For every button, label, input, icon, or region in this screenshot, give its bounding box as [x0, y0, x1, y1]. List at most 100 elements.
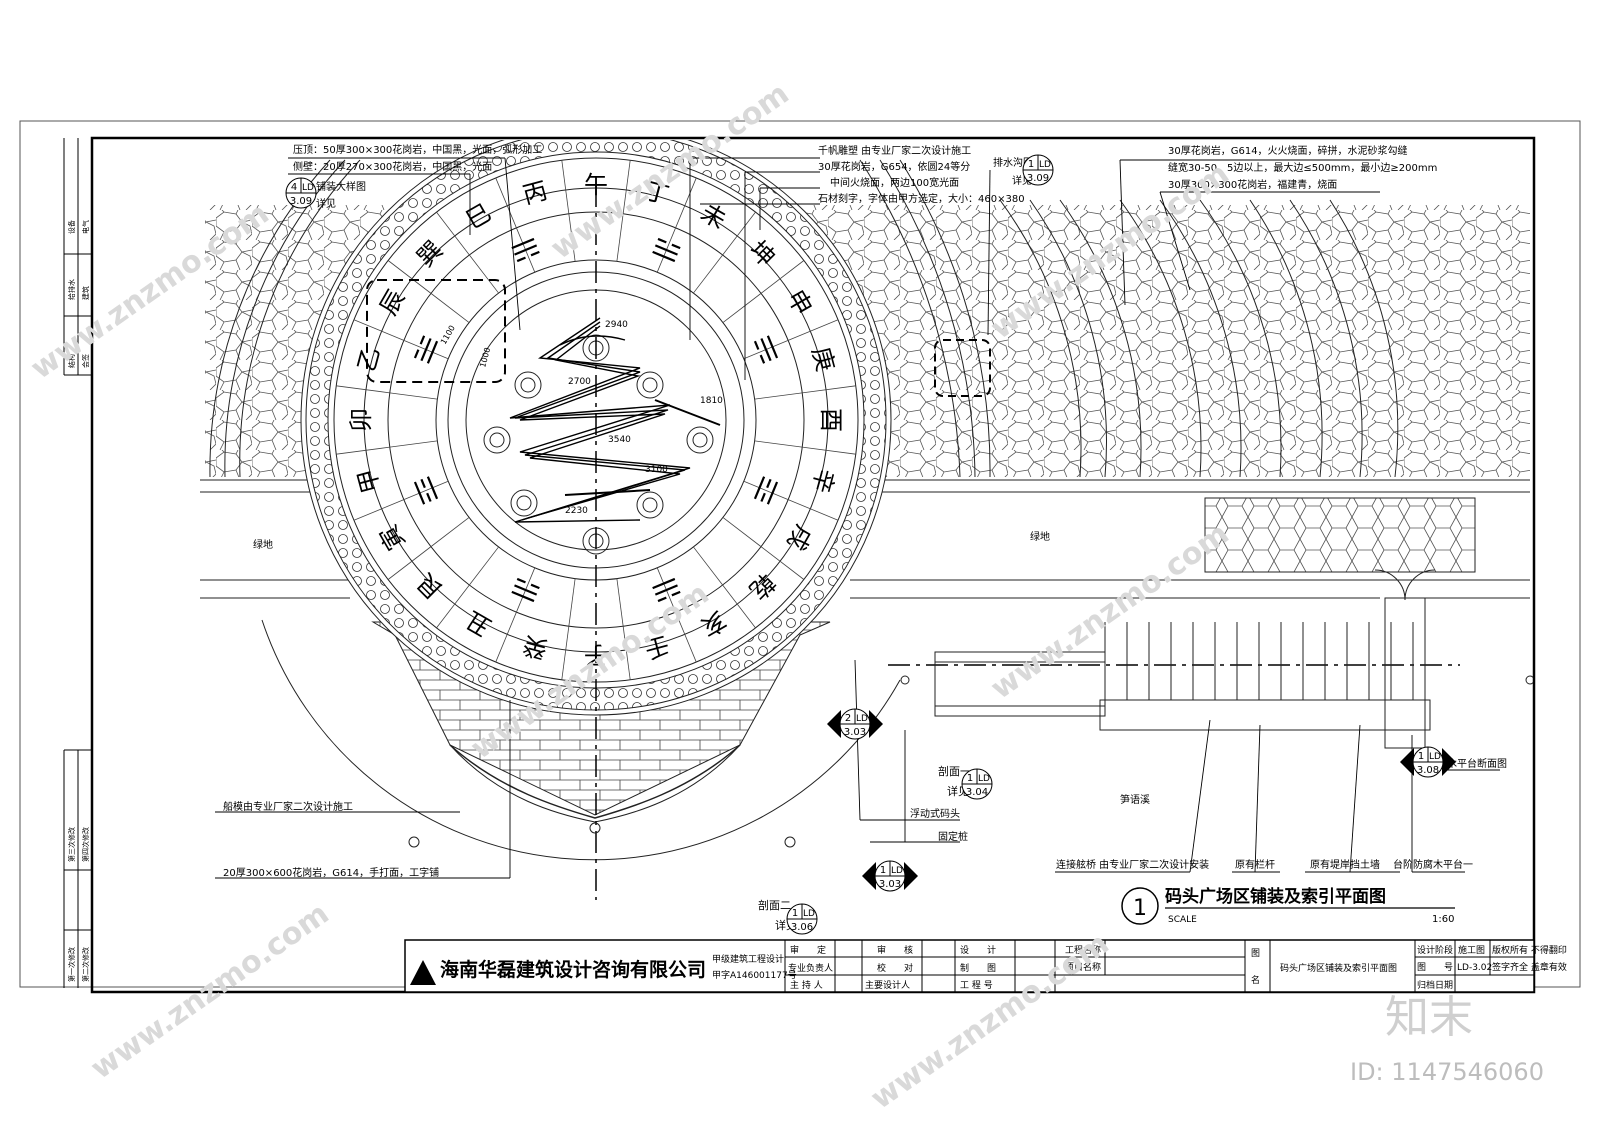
- detail-marker-text: LD: [803, 909, 815, 919]
- trigram-symbol: [511, 577, 540, 603]
- detail-marker-text: 3.09: [290, 196, 312, 207]
- note-g654: 30厚花岗岩，G654，依圆24等分: [818, 160, 970, 173]
- side-strip: 设备 电气 给排水 建筑 结构 会签 第三次修改 第四次修改 第一次修改 第二次…: [63, 138, 92, 988]
- compass-character: 酉: [817, 408, 845, 432]
- tb-stage: 施工图: [1458, 944, 1485, 956]
- tb-copyright: 版权所有 不得翻印: [1492, 944, 1567, 956]
- detail-marker: 1 LD 3.06: [786, 903, 818, 935]
- detail-marker-text: LD: [891, 866, 903, 876]
- tb-field-label: 审 核: [877, 944, 913, 956]
- dim-2700: 2700: [568, 377, 591, 387]
- tb-field-label: 制 图: [960, 962, 996, 974]
- trigram-symbol: [413, 476, 439, 505]
- watermark-site: www.znzmo.com: [985, 516, 1236, 706]
- detail-marker-text: 3.04: [966, 787, 988, 798]
- dim-2940: 2940: [605, 320, 628, 330]
- strip-cell-equip: 设备: [67, 220, 76, 234]
- detail-marker-text: 1: [880, 865, 886, 876]
- tb-stage-label: 设计阶段: [1417, 944, 1453, 956]
- note-boat-mold: 船模由专业厂家二次设计施工: [223, 800, 353, 813]
- tb-field-label: 工 程 号: [960, 980, 993, 991]
- detail-marker-text: 2: [845, 713, 851, 724]
- detail-marker-text: 1: [792, 908, 798, 919]
- detail-marker-text: 1: [1028, 159, 1034, 170]
- detail-marker-text: 3.03: [844, 727, 866, 738]
- strip-rev-4: 第二次修改: [81, 947, 90, 982]
- detail-marker: 1 LD 3.09: [1022, 154, 1054, 186]
- detail-box-left: [366, 279, 506, 383]
- detail-marker-text: 1: [1418, 751, 1424, 762]
- tb-field-label: 主 持 人: [790, 979, 823, 991]
- tb-number-label: 图 号: [1417, 962, 1453, 973]
- label-floating-dock: 浮动式码头: [910, 807, 960, 820]
- compass-character: 子: [584, 641, 608, 669]
- tb-drawing-name: 码头广场区铺装及索引平面图: [1280, 962, 1397, 974]
- drawing-title-block: 1 码头广场区铺装及索引平面图 SCALE 1:60: [1121, 886, 1455, 925]
- note-paving-ref: 铺装大样图: [316, 180, 366, 193]
- note-fujian: 30厚300×300花岗岩，福建青，烧面: [1168, 178, 1337, 191]
- strip-cell-arch: 建筑: [81, 286, 90, 300]
- compass-character: 午: [584, 171, 608, 199]
- detail-marker-text: 3.08: [1417, 765, 1439, 776]
- notes: 压顶：50厚300×300花岗岩，中国黑，光面，弧形加工 侧壁：20厚270×3…: [223, 143, 1507, 932]
- company-logo-icon: [410, 960, 436, 985]
- note-side-curb: 侧壁：20厚270×300花岗岩，中国黑，光面: [293, 160, 492, 173]
- label-link-bridge: 连接舷桥 由专业厂家二次设计安装: [1056, 858, 1209, 871]
- tb-number: LD-3.02: [1457, 963, 1492, 973]
- label-section-one: 剖面一: [938, 764, 971, 778]
- label-deck-section: 木平台断面图: [1447, 757, 1507, 770]
- company-qualification: 甲级建筑工程设计: [712, 953, 784, 965]
- tb-item-label: 项目名称: [1065, 961, 1101, 973]
- label-existing-wall: 原有堤岸挡土墙: [1310, 858, 1380, 871]
- strip-cell-elec: 电气: [81, 220, 90, 234]
- detail-box-right: [934, 339, 991, 397]
- note-sail: 千帆雕塑 由专业厂家二次设计施工: [818, 144, 971, 157]
- lower-arc: [261, 619, 901, 861]
- company-license: 甲字A146001177号: [712, 969, 797, 981]
- strip-rev-2: 第四次修改: [81, 827, 90, 862]
- strip-cell-struct: 结构: [67, 354, 76, 368]
- tb-sign-note: 签字齐全 盖章有效: [1492, 961, 1567, 973]
- compass-character: 卯: [347, 408, 375, 432]
- sail-sculpture: [509, 317, 721, 523]
- leaders: [215, 157, 1500, 879]
- dim-2230: 2230: [565, 506, 588, 516]
- note-carving: 石材刻字，字体由甲方选定，大小：460×380: [818, 192, 1025, 205]
- watermark-brand: 知末: [1385, 992, 1473, 1043]
- detail-marker-text: LD: [856, 714, 868, 724]
- tb-archive-label: 归档日期: [1417, 979, 1453, 991]
- note-coping: 压顶：50厚300×300花岗岩，中国黑，光面，弧形加工: [293, 143, 542, 156]
- tb-drawing-name-label: 图 名: [1249, 948, 1260, 985]
- strip-rev-3: 第一次修改: [67, 947, 76, 982]
- trigram-symbol: [511, 237, 540, 263]
- scale-label: SCALE: [1168, 915, 1197, 925]
- watermark-id: ID: 1147546060: [1350, 1058, 1544, 1086]
- label-section-two: 剖面二: [758, 898, 791, 912]
- hex-paving: [1204, 497, 1476, 573]
- trigram-symbol: [652, 237, 681, 263]
- detail-marker: 2 LD 3.03: [827, 708, 883, 740]
- company-name: 海南华磊建筑设计咨询有限公司: [440, 958, 706, 981]
- detail-marker-text: 3.06: [791, 922, 813, 933]
- detail-marker-text: 4: [291, 182, 297, 193]
- note-see-1: 详见: [316, 197, 336, 210]
- note-g614-broken: 30厚花岗岩，G614，火火烧面，碎拼，水泥砂浆勾缝: [1168, 144, 1408, 157]
- detail-marker-text: 1: [967, 773, 973, 784]
- label-existing-rail: 原有栏杆: [1235, 858, 1275, 871]
- trigram-symbol: [652, 577, 681, 603]
- tb-field-label: 校 对: [877, 962, 913, 974]
- drawing-title: 码头广场区铺装及索引平面图: [1165, 886, 1386, 907]
- dim-3540: 3540: [608, 435, 631, 445]
- strip-cell-plumb: 给排水: [67, 279, 76, 300]
- dock: [900, 569, 1533, 749]
- note-joint: 缝宽30-50，5边以上，最大边≤500mm，最小边≥200mm: [1168, 161, 1437, 174]
- trigram-symbol: [753, 335, 779, 364]
- scale-value: 1:60: [1432, 914, 1454, 925]
- detail-marker-text: LD: [1039, 160, 1051, 170]
- trigram-symbol: [413, 335, 439, 364]
- detail-marker-text: 3.09: [1027, 173, 1049, 184]
